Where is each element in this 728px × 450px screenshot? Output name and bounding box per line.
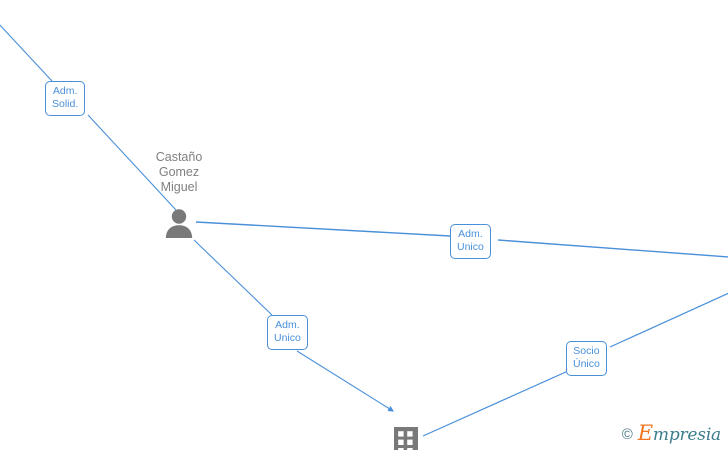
rel-label-line-2: Unico	[274, 332, 301, 344]
rel-label-line-1: Adm.	[458, 228, 483, 240]
rel-label-line-1: Adm.	[275, 319, 300, 331]
brand-initial: E	[637, 421, 653, 445]
rel-label-line-2: Solid.	[52, 98, 79, 110]
edge-offscreen-topleft-to-person-seg2[interactable]	[87, 114, 177, 211]
relationship-label-adm-unico-right[interactable]: Adm. Unico	[450, 224, 491, 259]
node-company[interactable]	[394, 427, 418, 450]
node-caption-person: Castaño Gomez Miguel	[129, 150, 229, 195]
relationship-label-adm-solid[interactable]: Adm. Solid.	[45, 81, 86, 116]
edge-company-to-offscreen-right-seg2[interactable]	[609, 292, 728, 348]
copyright-icon: ©	[621, 426, 633, 443]
edge-person-to-offscreen-right-seg2[interactable]	[497, 239, 728, 258]
edge-person-to-company-seg2[interactable]	[296, 350, 395, 412]
caption-line-2: Gomez	[158, 165, 200, 179]
brand-rest: mpresia	[652, 425, 721, 445]
caption-line-3: Miguel	[160, 180, 198, 194]
rel-label-line-2: Único	[573, 358, 600, 370]
brand-wordmark: Empresia	[638, 423, 721, 445]
edge-person-to-company-seg1[interactable]	[193, 239, 273, 316]
edge-company-to-offscreen-right-seg1[interactable]	[422, 370, 569, 437]
building-icon	[394, 427, 418, 450]
relationship-label-socio-unico[interactable]: Socio Único	[566, 341, 607, 376]
relationship-label-adm-unico-center[interactable]: Adm. Unico	[267, 315, 308, 350]
person-icon	[165, 209, 193, 238]
rel-label-line-1: Socio	[573, 345, 600, 357]
rel-label-line-1: Adm.	[52, 85, 78, 97]
watermark-empresia: © Empresia	[621, 423, 721, 445]
edge-offscreen-topleft-to-person[interactable]	[0, 23, 53, 82]
node-person-castano-gomez-miguel[interactable]	[163, 206, 195, 238]
rel-label-line-2: Unico	[457, 241, 484, 253]
caption-line-1: Castaño	[155, 150, 203, 164]
edge-person-to-offscreen-right-seg1[interactable]	[195, 221, 451, 237]
